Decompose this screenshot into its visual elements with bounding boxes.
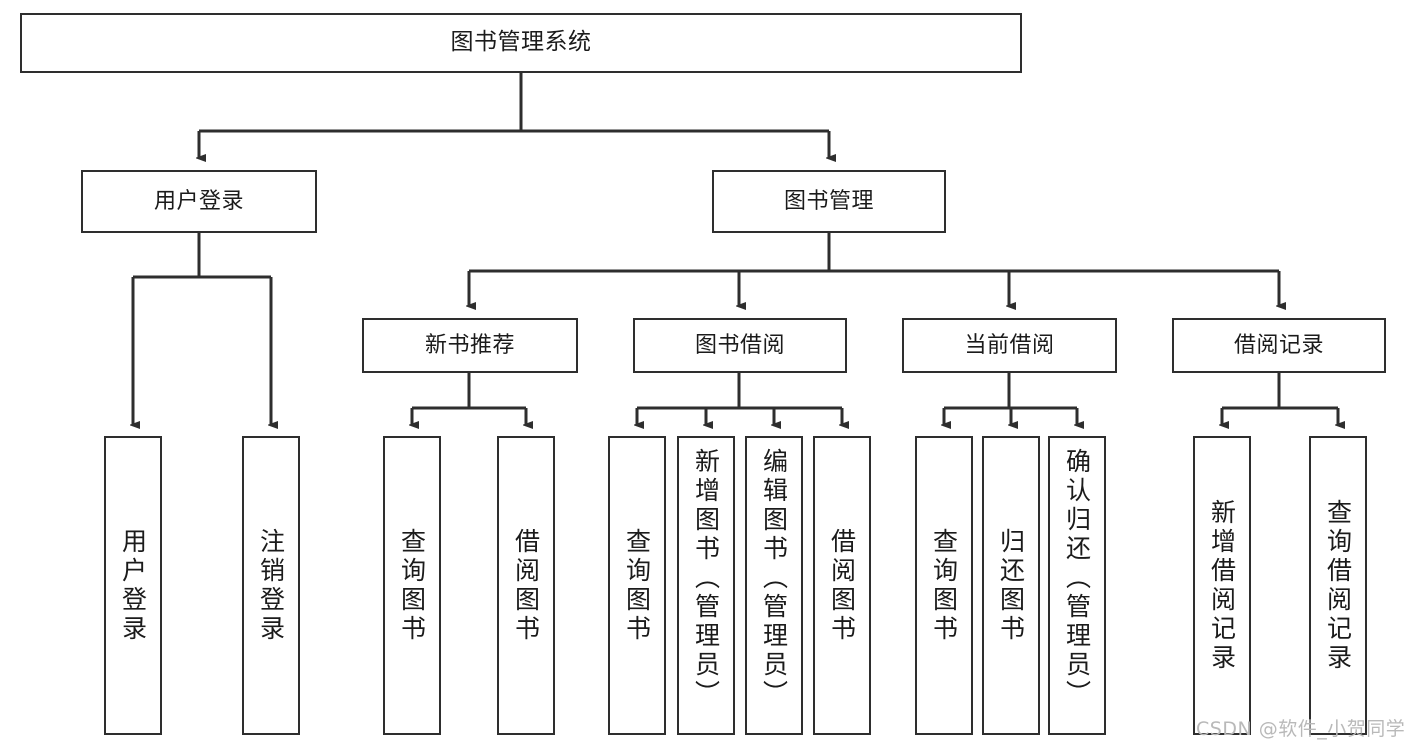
node-leaf-logout-login-label: 注销登录 [256,527,286,644]
node-leaf-add-borrow-record-label: 新增借阅记录 [1207,498,1237,673]
node-book-manage-label: 图书管理 [783,188,874,214]
node-leaf-user-login[interactable]: 用户登录 [104,436,162,735]
node-leaf-add-borrow-record[interactable]: 新增借阅记录 [1193,436,1251,735]
node-leaf-borrow-book-2-label: 借阅图书 [827,527,857,644]
node-leaf-confirm-return-admin-label: 确认归还（管理员） [1062,448,1092,709]
node-leaf-return-book-label: 归还图书 [996,527,1026,644]
node-leaf-query-book-2[interactable]: 查询图书 [608,436,666,735]
node-leaf-query-book-1-label: 查询图书 [397,527,427,644]
node-new-book-recommend-label: 新书推荐 [424,332,515,358]
node-leaf-borrow-book-1[interactable]: 借阅图书 [497,436,555,735]
node-borrow-record[interactable]: 借阅记录 [1172,318,1386,373]
node-leaf-query-book-1[interactable]: 查询图书 [383,436,441,735]
node-leaf-query-book-3[interactable]: 查询图书 [915,436,973,735]
node-leaf-borrow-book-1-label: 借阅图书 [511,527,541,644]
node-book-borrow[interactable]: 图书借阅 [633,318,847,373]
node-book-manage[interactable]: 图书管理 [712,170,946,233]
node-leaf-query-borrow-record-label: 查询借阅记录 [1323,498,1353,673]
node-leaf-borrow-book-2[interactable]: 借阅图书 [813,436,871,735]
node-leaf-user-login-label: 用户登录 [118,527,148,644]
node-root-system-label: 图书管理系统 [450,29,592,56]
node-book-borrow-label: 图书借阅 [694,332,785,358]
node-new-book-recommend[interactable]: 新书推荐 [362,318,578,373]
node-user-login-label: 用户登录 [153,188,244,214]
node-leaf-add-book-admin[interactable]: 新增图书（管理员） [677,436,735,735]
node-borrow-record-label: 借阅记录 [1233,332,1324,358]
node-leaf-query-borrow-record[interactable]: 查询借阅记录 [1309,436,1367,735]
node-leaf-query-book-2-label: 查询图书 [622,527,652,644]
node-leaf-query-book-3-label: 查询图书 [929,527,959,644]
node-user-login[interactable]: 用户登录 [81,170,317,233]
watermark-text: CSDN @软件_小贺同学 [1196,718,1405,740]
node-current-borrow-label: 当前借阅 [964,332,1055,358]
node-current-borrow[interactable]: 当前借阅 [902,318,1117,373]
node-root-system[interactable]: 图书管理系统 [20,13,1022,73]
node-leaf-logout-login[interactable]: 注销登录 [242,436,300,735]
node-leaf-edit-book-admin-label: 编辑图书（管理员） [759,448,789,709]
node-leaf-add-book-admin-label: 新增图书（管理员） [691,448,721,709]
node-leaf-edit-book-admin[interactable]: 编辑图书（管理员） [745,436,803,735]
node-leaf-confirm-return-admin[interactable]: 确认归还（管理员） [1048,436,1106,735]
node-leaf-return-book[interactable]: 归还图书 [982,436,1040,735]
